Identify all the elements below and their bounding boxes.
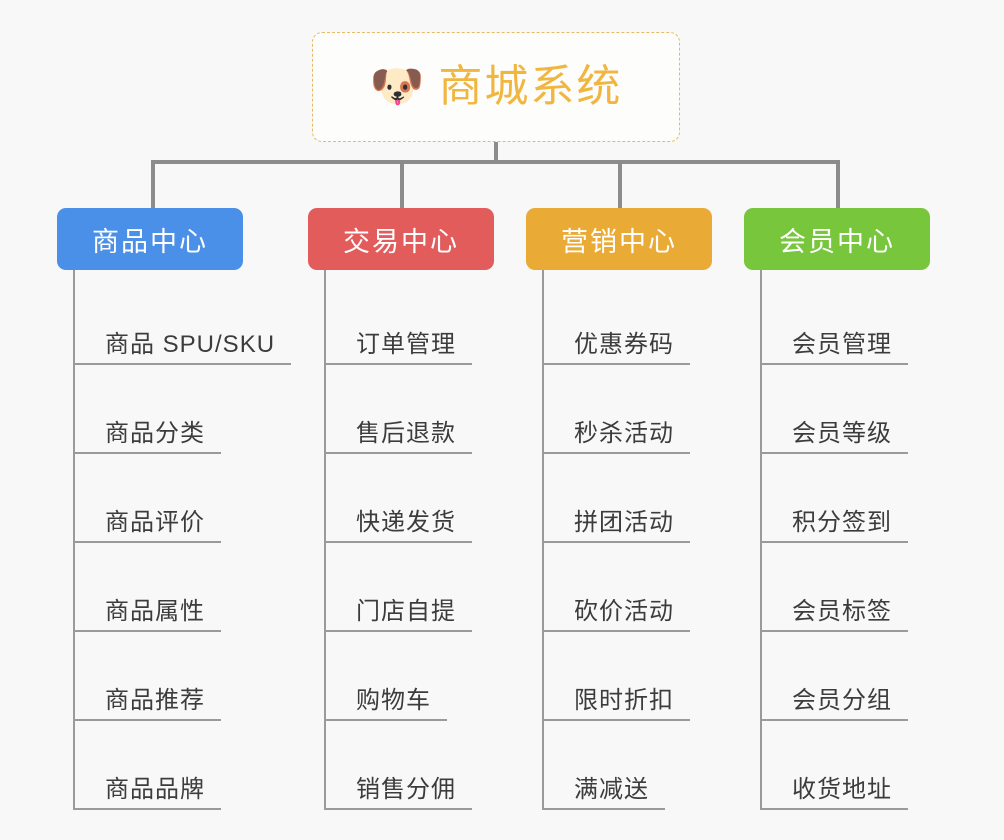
leaf-label: 收货地址: [762, 776, 908, 810]
category-column-2: 交易中心 订单管理 售后退款 快递发货 门店自提 购物车 销售分佣: [308, 208, 494, 810]
category-header-0[interactable]: 商品中心: [57, 208, 243, 270]
connector-drop-3: [618, 162, 622, 210]
leaf-label: 砍价活动: [544, 598, 690, 632]
connector-horizontal-bus: [151, 160, 840, 164]
category-column-4: 会员中心 会员管理 会员等级 积分签到 会员标签 会员分组 收货地址: [744, 208, 930, 810]
leaf-label: 商品 SPU/SKU: [75, 331, 292, 365]
leaf-branch-1: 订单管理 售后退款 快递发货 门店自提 购物车 销售分佣: [324, 270, 494, 810]
connector-drop-2: [400, 162, 404, 210]
leaf-label: 商品品牌: [75, 776, 221, 810]
list-item[interactable]: 购物车: [326, 632, 494, 721]
leaf-label: 会员等级: [762, 420, 908, 454]
leaf-label: 优惠券码: [544, 331, 690, 365]
leaf-label: 秒杀活动: [544, 420, 690, 454]
list-item[interactable]: 会员标签: [762, 543, 930, 632]
list-item[interactable]: 售后退款: [326, 365, 494, 454]
leaf-label: 售后退款: [326, 420, 472, 454]
leaf-label: 商品推荐: [75, 687, 221, 721]
list-item[interactable]: 积分签到: [762, 454, 930, 543]
leaf-label: 积分签到: [762, 509, 908, 543]
connector-drop-1: [151, 162, 155, 210]
list-item[interactable]: 优惠券码: [544, 276, 712, 365]
leaf-label: 会员标签: [762, 598, 908, 632]
category-header-3[interactable]: 会员中心: [744, 208, 930, 270]
leaf-label: 订单管理: [326, 331, 472, 365]
leaf-label: 拼团活动: [544, 509, 690, 543]
root-node-mall-system[interactable]: 🐶 商城系统: [312, 32, 680, 142]
list-item[interactable]: 门店自提: [326, 543, 494, 632]
list-item[interactable]: 会员管理: [762, 276, 930, 365]
leaf-branch-3: 会员管理 会员等级 积分签到 会员标签 会员分组 收货地址: [760, 270, 930, 810]
list-item[interactable]: 满减送: [544, 721, 712, 810]
root-node-title: 商城系统: [438, 62, 623, 111]
list-item[interactable]: 会员等级: [762, 365, 930, 454]
list-item[interactable]: 商品属性: [75, 543, 243, 632]
leaf-label: 商品属性: [75, 598, 221, 632]
list-item[interactable]: 订单管理: [326, 276, 494, 365]
category-column-3: 营销中心 优惠券码 秒杀活动 拼团活动 砍价活动 限时折扣 满减送: [526, 208, 712, 810]
list-item[interactable]: 拼团活动: [544, 454, 712, 543]
leaf-label: 销售分佣: [326, 776, 472, 810]
leaf-label: 会员管理: [762, 331, 908, 365]
list-item[interactable]: 商品推荐: [75, 632, 243, 721]
category-header-1[interactable]: 交易中心: [308, 208, 494, 270]
leaf-label: 购物车: [326, 687, 447, 721]
connector-drop-4: [836, 162, 840, 210]
category-column-1: 商品中心 商品 SPU/SKU 商品分类 商品评价 商品属性 商品推荐 商品品牌: [57, 208, 292, 810]
leaf-label: 快递发货: [326, 509, 472, 543]
list-item[interactable]: 砍价活动: [544, 543, 712, 632]
list-item[interactable]: 秒杀活动: [544, 365, 712, 454]
leaf-label: 门店自提: [326, 598, 472, 632]
list-item[interactable]: 商品评价: [75, 454, 243, 543]
leaf-branch-0: 商品 SPU/SKU 商品分类 商品评价 商品属性 商品推荐 商品品牌: [73, 270, 292, 810]
leaf-label: 会员分组: [762, 687, 908, 721]
connector-root-stem: [494, 142, 498, 162]
list-item[interactable]: 限时折扣: [544, 632, 712, 721]
leaf-label: 满减送: [544, 776, 665, 810]
list-item[interactable]: 商品品牌: [75, 721, 243, 810]
list-item[interactable]: 快递发货: [326, 454, 494, 543]
leaf-branch-2: 优惠券码 秒杀活动 拼团活动 砍价活动 限时折扣 满减送: [542, 270, 712, 810]
leaf-label: 商品分类: [75, 420, 221, 454]
list-item[interactable]: 商品 SPU/SKU: [75, 276, 292, 365]
shiba-dog-face-icon: 🐶: [369, 62, 425, 111]
list-item[interactable]: 商品分类: [75, 365, 243, 454]
category-header-2[interactable]: 营销中心: [526, 208, 712, 270]
list-item[interactable]: 销售分佣: [326, 721, 494, 810]
leaf-label: 商品评价: [75, 509, 221, 543]
list-item[interactable]: 收货地址: [762, 721, 930, 810]
list-item[interactable]: 会员分组: [762, 632, 930, 721]
leaf-label: 限时折扣: [544, 687, 690, 721]
